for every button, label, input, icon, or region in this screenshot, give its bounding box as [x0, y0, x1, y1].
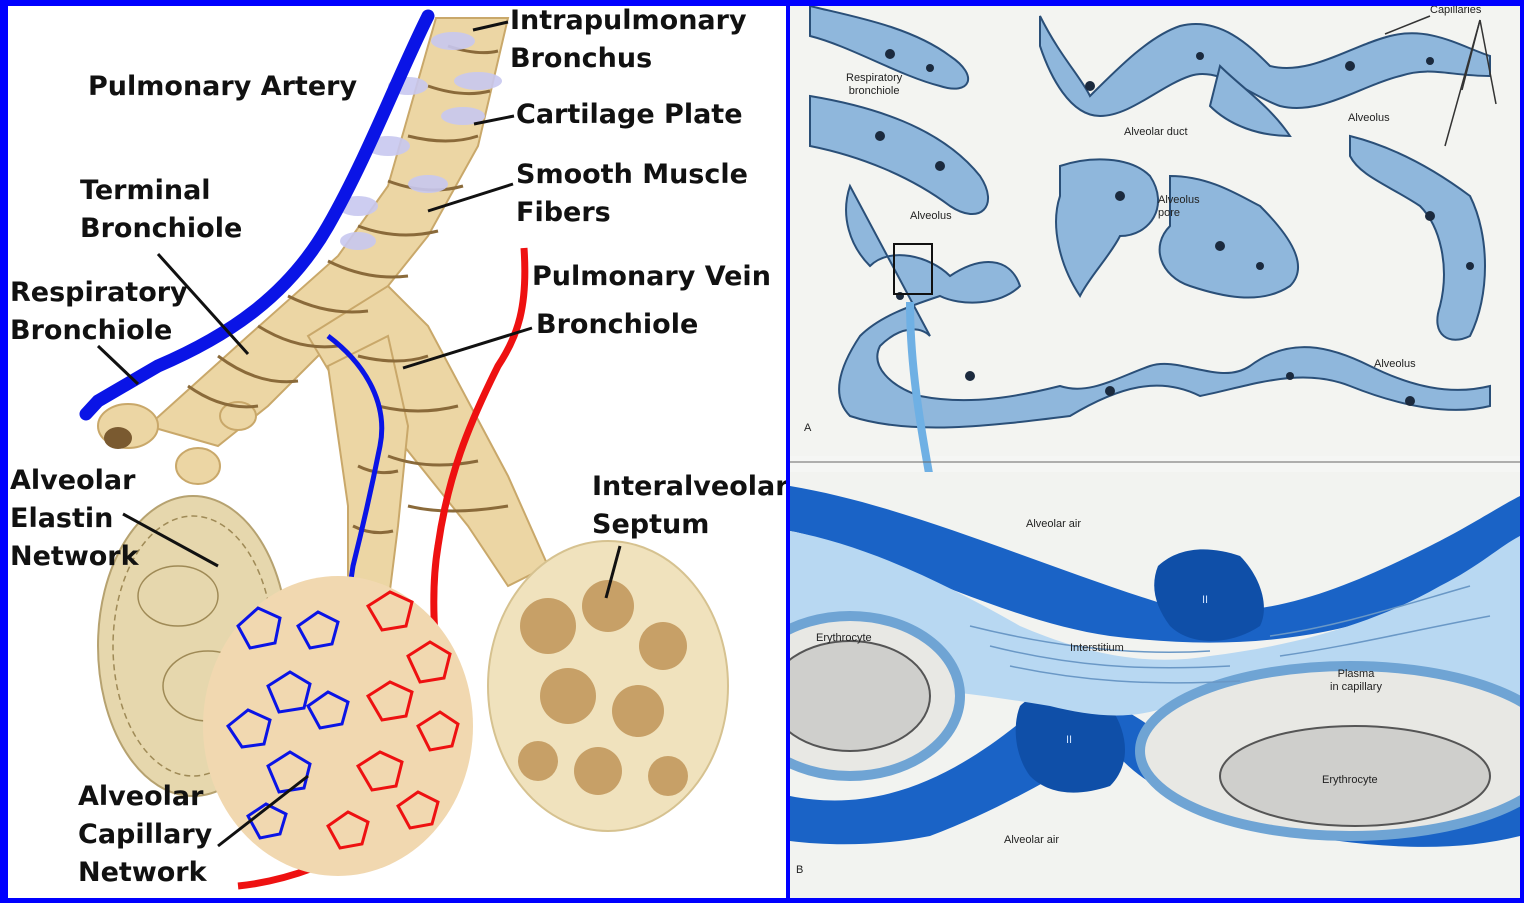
left-lung-diagram-panel: Intrapulmonary Bronchus Pulmonary Artery…	[8, 6, 786, 898]
plasma-line1: Plasma	[1330, 668, 1382, 681]
elastin-line3: Network	[10, 538, 139, 576]
respiratory-bronchiole-opening	[104, 427, 132, 449]
terminal-bronchiole-label: Terminal Bronchiole	[80, 172, 242, 248]
capillary-line1: Alveolar	[78, 778, 212, 816]
intrapulmonary-bronchus-line2: Bronchus	[510, 40, 747, 78]
smooth-muscle-line1: Smooth Muscle	[516, 156, 748, 194]
elastin-line1: Alveolar	[10, 462, 139, 500]
alveolus-bottom-right-label: Alveolus	[1374, 358, 1416, 371]
plasma-line2: in capillary	[1330, 681, 1382, 694]
respiratory-bronchiole-label: Respiratory Bronchiole	[10, 274, 188, 350]
intrapulmonary-bronchus-label: Intrapulmonary Bronchus	[510, 6, 747, 78]
erythrocyte-left-label: Erythrocyte	[816, 632, 872, 645]
alveolus-top-right-label: Alveolus	[1348, 112, 1390, 125]
capillary-network-cluster	[203, 576, 473, 876]
terminal-bronchiole-line1: Terminal	[80, 172, 242, 210]
panel-a-letter: A	[804, 422, 811, 435]
capillary-line3: Network	[78, 854, 212, 892]
bronchiole-label: Bronchiole	[536, 306, 698, 344]
respiratory-bronchiole-line1: Respiratory	[10, 274, 188, 312]
type-ii-cell-top-label: II	[1202, 594, 1208, 607]
septum-line2: Septum	[592, 506, 786, 544]
respiratory-bronchiole-small-label: Respiratory bronchiole	[846, 72, 902, 98]
alveolus-left-label: Alveolus	[910, 210, 952, 223]
smooth-muscle-fibers-label: Smooth Muscle Fibers	[516, 156, 748, 232]
alveolus-pore-line2: pore	[1158, 207, 1200, 220]
alveolar-air-bottom-label: Alveolar air	[1004, 834, 1059, 847]
smooth-muscle-line2: Fibers	[516, 194, 748, 232]
septum-line1: Interalveolar	[592, 468, 786, 506]
panel-b-letter: B	[796, 864, 803, 877]
cartilage-plate-label: Cartilage Plate	[516, 96, 743, 134]
capillary-line2: Capillary	[78, 816, 212, 854]
pulmonary-vein-label: Pulmonary Vein	[532, 258, 771, 296]
alveolus-pore-label: Alveolus pore	[1158, 194, 1200, 220]
capillaries-label: Capillaries	[1430, 6, 1481, 17]
histology-illustration	[790, 6, 1520, 898]
interstitium-label: Interstitium	[1070, 642, 1124, 655]
intrapulmonary-bronchus-line1: Intrapulmonary	[510, 6, 747, 40]
erythrocyte-right-label: Erythrocyte	[1322, 774, 1378, 787]
resp-bronchiole-small-line1: Respiratory	[846, 72, 902, 85]
plasma-in-capillary-label: Plasma in capillary	[1330, 668, 1382, 694]
alveolar-duct-label: Alveolar duct	[1124, 126, 1188, 139]
type-ii-cell-bottom-label: II	[1066, 734, 1072, 747]
interalveolar-septum-cluster	[488, 541, 728, 831]
respiratory-bronchiole-line2: Bronchiole	[10, 312, 188, 350]
alveolar-capillary-network-label: Alveolar Capillary Network	[78, 778, 212, 892]
elastin-line2: Elastin	[10, 500, 139, 538]
airway-illustration	[8, 6, 786, 898]
alveolar-elastin-network-label: Alveolar Elastin Network	[10, 462, 139, 576]
interalveolar-septum-label: Interalveolar Septum	[592, 468, 786, 544]
terminal-bronchiole-line2: Bronchiole	[80, 210, 242, 248]
alveolus-pore-line1: Alveolus	[1158, 194, 1200, 207]
right-histology-panel: Capillaries Respiratory bronchiole Alveo…	[790, 6, 1520, 898]
pulmonary-artery-label: Pulmonary Artery	[88, 68, 357, 106]
resp-bronchiole-small-line2: bronchiole	[846, 85, 902, 98]
alveolar-air-top-label: Alveolar air	[1026, 518, 1081, 531]
